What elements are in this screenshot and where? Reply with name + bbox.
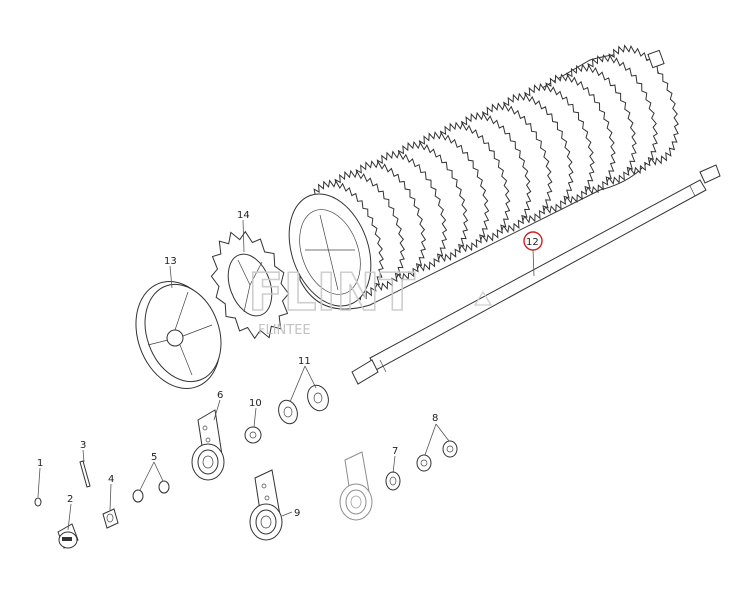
callout-13: 13 xyxy=(164,256,177,267)
watermark-main: FLINT xyxy=(248,263,416,323)
shaft xyxy=(351,164,721,385)
washers-part-8 xyxy=(416,440,458,472)
callout-12-highlight-ring xyxy=(523,231,543,251)
callout-3: 3 xyxy=(80,440,86,451)
cap-part-2 xyxy=(57,523,79,549)
screw-part-1 xyxy=(34,497,42,507)
callout-14: 14 xyxy=(237,210,250,221)
callout-2: 2 xyxy=(67,494,73,505)
nut-part-10 xyxy=(244,426,262,444)
bearing-housing-part-9 xyxy=(249,469,283,541)
callout-1: 1 xyxy=(37,458,43,469)
callout-labels: 1 2 3 4 5 6 7 8 9 10 11 12 13 14 xyxy=(37,210,543,519)
callout-4: 4 xyxy=(108,474,114,485)
bushing-part-4 xyxy=(102,508,119,529)
callout-9: 9 xyxy=(294,508,300,519)
bearing-housing-part-6 xyxy=(191,409,225,481)
callout-11: 11 xyxy=(298,356,311,367)
washer-part-7 xyxy=(385,471,401,491)
washers-part-11 xyxy=(278,384,329,425)
roller-drum xyxy=(288,44,679,310)
callout-8: 8 xyxy=(432,413,438,424)
washers-part-5 xyxy=(132,480,170,503)
end-cap-part-13 xyxy=(135,281,222,389)
pin-part-3 xyxy=(79,460,91,488)
callout-10: 10 xyxy=(249,398,262,409)
callout-5: 5 xyxy=(151,452,157,463)
sprocket-part-14 xyxy=(210,230,290,340)
bearing-housing-ghost xyxy=(339,451,373,521)
callout-7: 7 xyxy=(392,446,398,457)
callout-6: 6 xyxy=(217,390,223,401)
watermark-sub: FLINTEE xyxy=(258,323,311,338)
watermark: FLINT FLINTEE xyxy=(247,262,493,338)
watermark-triangle-icon xyxy=(473,290,493,306)
leader-lines xyxy=(37,219,535,531)
callout-12: 12 xyxy=(526,237,539,248)
